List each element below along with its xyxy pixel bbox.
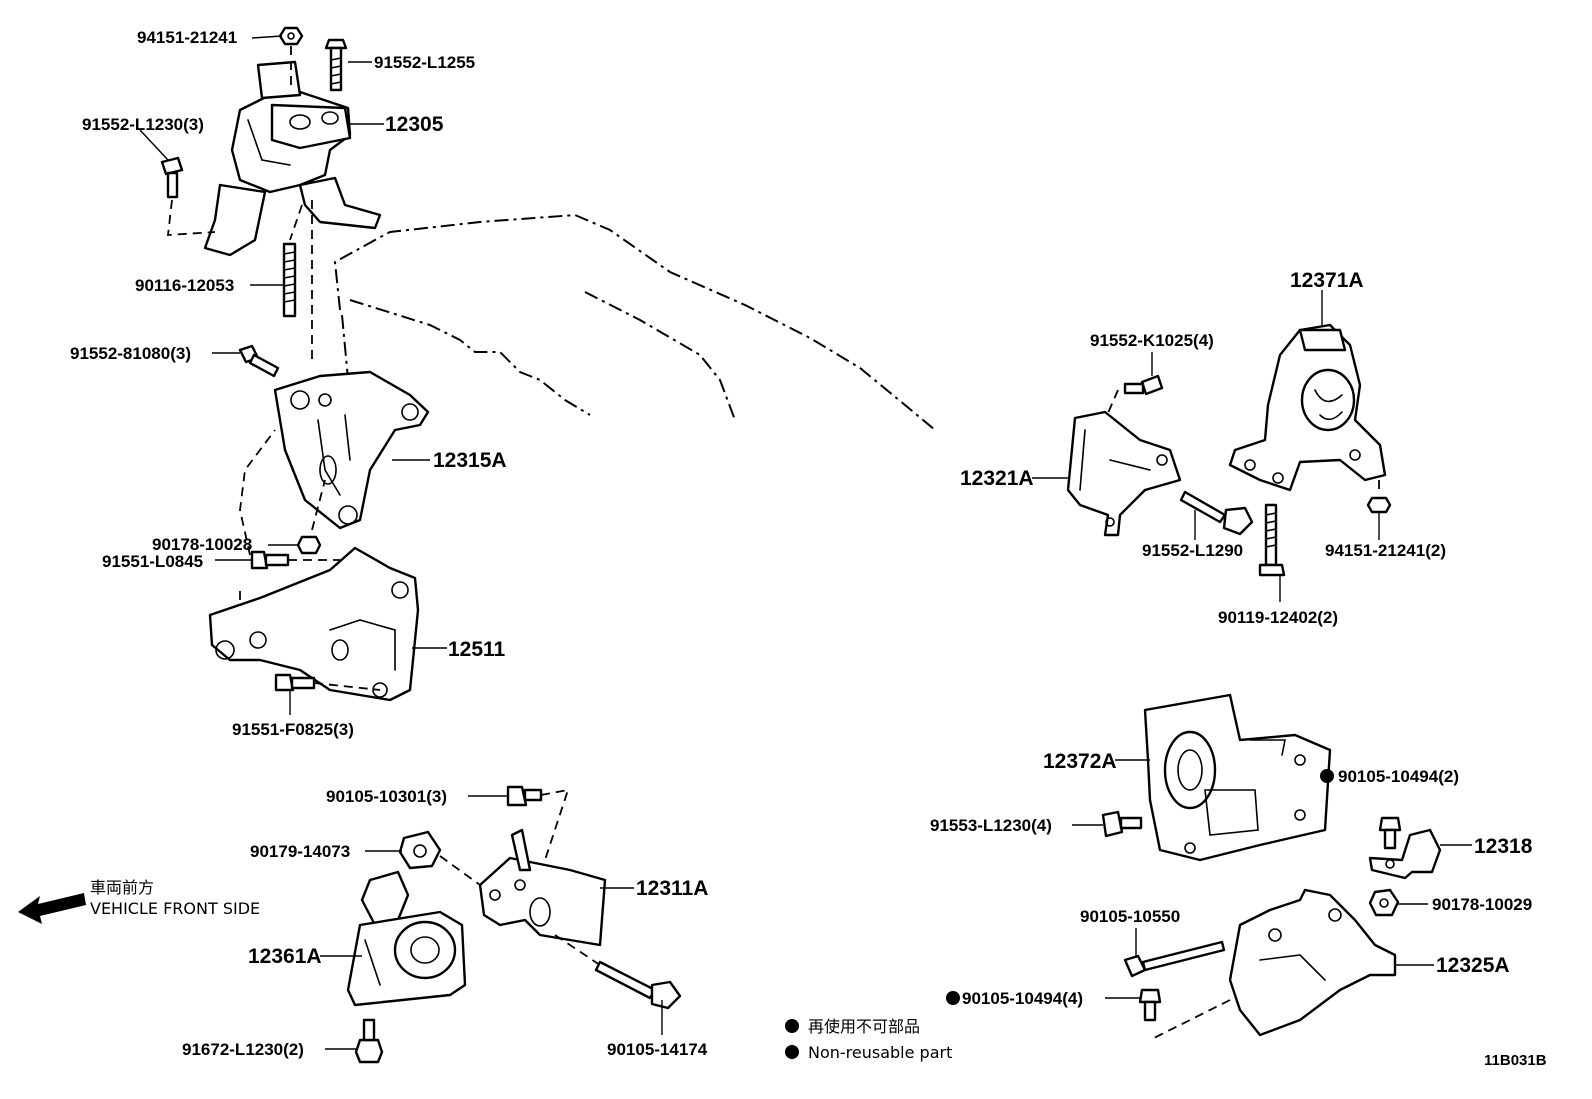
part-12325A-bracket xyxy=(1149,888,1397,1041)
bolt-91553-L1230 xyxy=(1101,810,1143,838)
bolt-90105-10494-upper xyxy=(1378,816,1402,850)
part-12511-bracket xyxy=(208,546,420,702)
label-12511: 12511 xyxy=(448,638,506,661)
non-reusable-marker-lower xyxy=(946,991,960,1005)
engine-outline xyxy=(333,213,936,431)
non-reusable-marker-upper xyxy=(1320,769,1334,783)
part-12361A-front-mount xyxy=(346,870,467,1007)
label-90178-10028: 90178-10028 xyxy=(152,535,252,554)
label-12305: 12305 xyxy=(385,113,444,136)
bolt-90105-14174 xyxy=(594,960,682,1010)
direction-en: VEHICLE FRONT SIDE xyxy=(90,899,260,918)
part-12315A-bracket xyxy=(239,370,430,556)
diagram-code: 11B031B xyxy=(1484,1052,1547,1069)
label-91672-L1230-2: 91672-L1230(2) xyxy=(182,1040,304,1059)
part-12305-engine-mount xyxy=(203,60,382,257)
bolt-91552-L1230 xyxy=(160,156,216,236)
label-12321A: 12321A xyxy=(960,467,1034,490)
label-12371A: 12371A xyxy=(1290,269,1364,292)
label-90178-10029: 90178-10029 xyxy=(1432,895,1532,914)
bolt-91551-F0825 xyxy=(274,673,381,692)
label-91552-L1290: 91552-L1290 xyxy=(1142,541,1243,560)
bolt-91552-L1255 xyxy=(324,38,348,92)
label-90179-14073: 90179-14073 xyxy=(250,842,350,861)
legend: 再使用不可部品 Non-reusable part xyxy=(785,1017,952,1062)
bolt-91551-L0845 xyxy=(250,550,340,570)
legend-en: Non-reusable part xyxy=(808,1043,952,1062)
bolt-91672-L1230 xyxy=(354,1018,384,1064)
legend-marker-en xyxy=(785,1045,799,1059)
label-12325A: 12325A xyxy=(1436,954,1510,977)
part-12372A-side-mount xyxy=(1143,693,1332,862)
vehicle-front-direction: 車両前方 VEHICLE FRONT SIDE xyxy=(18,878,260,924)
part-labels: 94151-21241 91552-L1255 91552-L1230(3) 1… xyxy=(70,28,1533,1059)
bolt-90105-10494-lower xyxy=(1138,988,1162,1022)
label-12318: 12318 xyxy=(1474,835,1533,858)
label-90105-10494-4: 90105-10494(4) xyxy=(962,989,1083,1008)
part-12371A-rear-mount xyxy=(1228,323,1387,492)
label-12311A: 12311A xyxy=(636,877,708,900)
label-90119-12402-2: 90119-12402(2) xyxy=(1218,608,1338,627)
label-94151-21241-2: 94151-21241(2) xyxy=(1325,541,1446,560)
label-91552-81080-3: 91552-81080(3) xyxy=(70,344,191,363)
stud-90119-12402 xyxy=(1258,503,1286,577)
nut-90179-14073 xyxy=(398,830,481,886)
label-90105-10301-3: 90105-10301(3) xyxy=(326,787,447,806)
label-12361A: 12361A xyxy=(248,945,322,968)
bolt-90105-10550 xyxy=(1123,940,1226,978)
nut-90178-10029 xyxy=(1368,888,1400,917)
label-90105-14174: 90105-14174 xyxy=(607,1040,708,1059)
label-12315A: 12315A xyxy=(433,449,507,472)
label-94151-21241-top: 94151-21241 xyxy=(137,28,237,47)
label-90105-10550: 90105-10550 xyxy=(1080,907,1180,926)
label-91551-F0825-3: 91551-F0825(3) xyxy=(232,720,354,739)
label-12372A: 12372A xyxy=(1043,750,1117,773)
legend-jp: 再使用不可部品 xyxy=(808,1017,920,1036)
label-91552-K1025-4: 91552-K1025(4) xyxy=(1090,331,1214,350)
bolt-91552-L1290 xyxy=(1179,490,1254,536)
label-91552-L1255: 91552-L1255 xyxy=(374,53,475,72)
label-91553-L1230-4: 91553-L1230(4) xyxy=(930,816,1052,835)
part-12311A-bracket xyxy=(478,828,607,966)
direction-jp: 車両前方 xyxy=(90,878,154,897)
front-arrow-icon xyxy=(18,893,86,924)
label-91551-L0845: 91551-L0845 xyxy=(102,552,203,571)
nut-94151-21241-right xyxy=(1366,480,1392,514)
part-12318-bracket xyxy=(1368,828,1442,880)
label-90116-12053: 90116-12053 xyxy=(135,276,234,295)
stud-90116-12053 xyxy=(282,200,313,365)
legend-marker-jp xyxy=(785,1019,799,1033)
bolt-91552-81080 xyxy=(238,344,280,378)
part-12321A-bracket xyxy=(1066,410,1182,537)
leader-lines xyxy=(139,35,1472,1050)
bolt-90105-10301 xyxy=(506,785,570,861)
bolt-91552-K1025 xyxy=(1104,374,1164,421)
label-90105-10494-2: 90105-10494(2) xyxy=(1338,767,1459,786)
label-91552-L1230-3: 91552-L1230(3) xyxy=(82,115,204,134)
